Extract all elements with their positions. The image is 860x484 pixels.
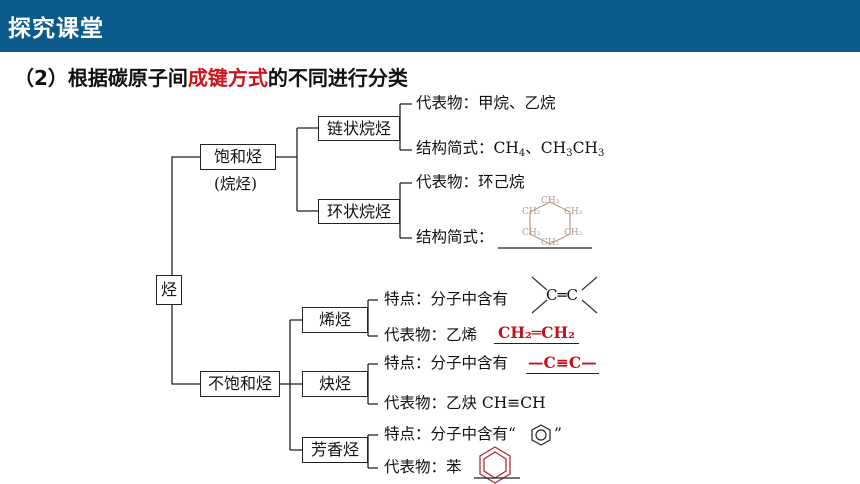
ring-formula-label: 结构简式： [416,228,494,246]
formula-ch4: CH [493,139,519,157]
hex-atom-3: CH₂ [564,228,583,238]
node-saturated: 饱和烃 [200,144,276,170]
node-chain-alkane-label: 链状烷烃 [326,118,391,138]
subtitle-suffix: 的不同进行分类 [267,66,408,90]
node-alkene: 烯烃 [302,307,368,333]
node-hydrocarbon-label: 烃 [160,280,177,299]
alkyne-answer: —C≡C— [526,353,599,374]
aromatic-rep: 代表物：苯 [384,458,462,476]
node-ring-alkane: 环状烷烃 [318,199,400,224]
alkene-answer: CH₂═CH₂ [494,325,579,344]
node-unsaturated: 不饱和烃 [200,371,280,397]
hex-atom-5: CH₂ [522,228,541,238]
alkene-feature-struct: C═C [546,286,578,304]
node-alkyne-label: 炔烃 [318,374,351,393]
subtitle-highlight: 成键方式 [187,66,268,90]
formula-ch4-sub: 4 [518,148,526,159]
chain-formula: 结构简式：CH4、CH3CH3 [416,139,605,159]
hex-atom-4: CH₂ [541,238,560,248]
node-hydrocarbon: 烃 [156,275,182,305]
aromatic-feature-prefix: 特点：分子中含有“ [384,425,516,443]
subtitle-prefix: （2）根据碳原子间 [14,66,188,90]
alkene-rep: 代表物：乙烯 [384,326,478,344]
formula-ch3-b: CH [572,139,598,157]
saturated-note: (烷烃) [214,175,258,193]
formula-ch3-b-sub: 3 [597,148,605,159]
node-alkyne: 炔烃 [302,371,368,397]
benzene-icon [531,425,551,445]
formula-ch3-a: CH [540,139,567,157]
formula-ch3-a-sub: 3 [566,148,573,159]
node-ring-alkane-label: 环状烷烃 [326,201,391,221]
alkyne-rep: 代表物：乙炔 CH≡CH [384,394,546,412]
node-chain-alkane: 链状烷烃 [318,116,400,141]
header-title: 探究课堂 [8,16,104,42]
formula-sep: 、 [525,139,541,157]
node-unsaturated-label: 不饱和烃 [207,374,272,393]
alkyne-feature: 特点：分子中含有 [384,354,509,372]
hex-atom-2: CH₂ [564,207,583,217]
node-saturated-label: 饱和烃 [213,147,262,166]
node-aromatic: 芳香烃 [302,437,368,463]
node-alkene-label: 烯烃 [318,310,351,329]
ring-rep: 代表物：环己烷 [416,173,525,191]
node-aromatic-label: 芳香烃 [310,440,359,459]
section-subtitle: （2）根据碳原子间成键方式的不同进行分类 [14,62,408,91]
alkene-feature: 特点：分子中含有 [384,290,509,308]
header-bar: 探究课堂 [0,0,860,52]
aromatic-feature-suffix: ” [554,425,562,443]
hex-atom-1: CH₂ [541,196,560,206]
chain-rep: 代表物：甲烷、乙烷 [416,94,556,112]
hex-atom-6: CH₂ [522,207,541,217]
chain-formula-label: 结构简式： [416,139,494,157]
